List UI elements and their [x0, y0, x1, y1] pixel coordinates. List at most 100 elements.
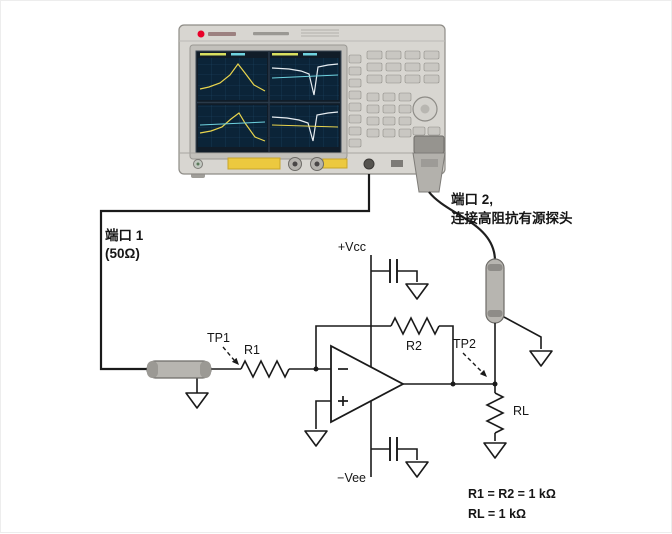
junction-dot	[450, 381, 456, 387]
tp1-label: TP1	[207, 331, 230, 345]
key-button	[382, 92, 396, 102]
softkey-button	[348, 126, 362, 136]
ground-symbol-coax	[185, 392, 209, 409]
model-text	[253, 32, 289, 36]
capacitor-vcc	[389, 259, 398, 283]
trace-q1	[199, 63, 266, 92]
key-button	[366, 74, 383, 84]
power-led	[196, 162, 200, 166]
softkey-button	[348, 66, 362, 76]
port2-label-line1: 端口 2,	[451, 191, 493, 207]
vee-label: −Vee	[337, 471, 366, 485]
resistor-r1	[240, 359, 290, 379]
port1-connector	[363, 158, 375, 170]
probe-ground-stem	[503, 316, 542, 349]
key-button	[404, 62, 421, 72]
probe-cable	[428, 191, 497, 262]
screen-plots	[197, 52, 340, 152]
vcc-label: +Vcc	[338, 240, 366, 254]
trace-q4	[271, 111, 339, 142]
key-button	[366, 62, 383, 72]
key-button	[423, 62, 440, 72]
bnc-connector-2-pin	[314, 161, 320, 167]
key-button	[398, 128, 412, 138]
junction-dot	[492, 381, 498, 387]
tp1-arrow	[222, 346, 239, 365]
instrument	[178, 24, 446, 178]
op-amp-triangle	[330, 344, 405, 424]
trace-q3b	[199, 121, 266, 126]
key-button	[423, 74, 440, 84]
trace-q4b	[271, 124, 339, 128]
tp2-label: TP2	[453, 337, 476, 351]
ground-symbol-probe	[529, 350, 553, 367]
key-button	[423, 50, 440, 60]
port2-label-line2: 连接高阻抗有源探头	[451, 210, 573, 226]
r2-label: R2	[406, 339, 422, 353]
key-button	[398, 116, 412, 126]
resistor-r2	[390, 316, 440, 336]
key-button	[412, 126, 426, 136]
key-button	[385, 50, 402, 60]
top-vents	[301, 29, 339, 37]
coax-connector	[146, 360, 212, 379]
port2-probe	[412, 135, 505, 324]
key-button	[404, 74, 421, 84]
key-button	[382, 116, 396, 126]
key-button	[385, 74, 402, 84]
key-button	[366, 92, 380, 102]
circuit-wires	[99, 174, 542, 477]
vcc-cap-wires	[371, 270, 418, 282]
ground-symbol-rl	[483, 442, 507, 459]
key-button	[366, 128, 380, 138]
key-button	[366, 104, 380, 114]
noninverting-input-wire	[315, 400, 331, 429]
capacitor-vee	[389, 437, 398, 461]
op-amp	[330, 344, 405, 424]
key-button	[404, 50, 421, 60]
r1-label: R1	[244, 343, 260, 357]
probe-body	[412, 152, 446, 193]
probe-body-band	[421, 159, 438, 167]
ground-symbol-vee-cap	[405, 461, 429, 478]
feedback-wire-left	[315, 325, 391, 369]
key-button	[382, 128, 396, 138]
softkey-button	[348, 138, 362, 148]
key-button	[385, 62, 402, 72]
softkey-button	[348, 102, 362, 112]
usb-slot	[391, 160, 403, 167]
probe-barrel-band-bottom	[487, 310, 503, 317]
tp2-arrow	[462, 352, 487, 377]
softkey-button	[348, 90, 362, 100]
key-button	[366, 116, 380, 126]
note-line2: RL = 1 kΩ	[468, 507, 526, 521]
ground-symbol-vcc-cap	[405, 283, 429, 300]
key-button	[427, 126, 441, 136]
softkey-button	[348, 54, 362, 64]
key-button	[366, 50, 383, 60]
opamp-plus-sign	[338, 396, 348, 406]
note-line1: R1 = R2 = 1 kΩ	[468, 487, 556, 501]
trace-q3	[199, 112, 266, 142]
trace-q2	[271, 63, 339, 96]
trace-q2b	[271, 74, 339, 79]
junction-dot	[313, 366, 319, 372]
port1-label-line1: 端口 1	[105, 227, 144, 243]
screen-header-text	[200, 53, 317, 56]
yellow-label-sticker-2	[322, 158, 348, 169]
key-button	[398, 92, 412, 102]
port1-cable	[99, 174, 371, 371]
rotary-knob-center	[420, 104, 430, 114]
feedback-wire-right	[439, 325, 454, 384]
brand-logo-text	[208, 32, 236, 36]
bnc-connector-1-pin	[292, 161, 298, 167]
probe-connector-block	[413, 135, 445, 154]
yellow-label-sticker	[227, 157, 281, 170]
key-button	[398, 104, 412, 114]
vee-cap-wires	[371, 448, 418, 460]
softkey-button	[348, 114, 362, 124]
softkey-button	[348, 78, 362, 88]
probe-barrel-band-top	[487, 264, 503, 271]
